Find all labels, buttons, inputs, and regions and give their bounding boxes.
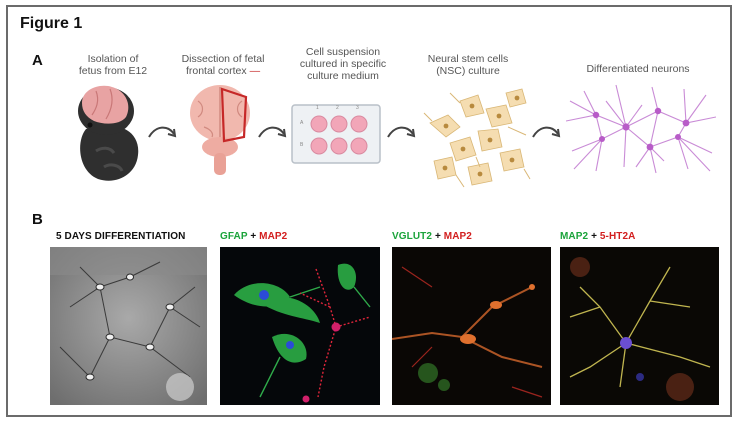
step-5-caption-line: Differentiated neurons (586, 63, 690, 75)
arrow-icon (532, 126, 561, 138)
step-2-caption-line: frontal cortex — (163, 65, 283, 77)
vglut2-map2-micrograph (392, 247, 551, 405)
caption-marker-red: MAP2 (259, 231, 288, 242)
caption-marker-red: 5-HT2A (599, 231, 636, 242)
caption-condition: 5 DAYS DIFFERENTIATION (56, 231, 186, 242)
caption-marker-red: MAP2 (443, 231, 472, 242)
step-4-caption: Neural stem cells (NSC) culture (408, 53, 528, 77)
micro-1-caption: 5 DAYS DIFFERENTIATION (56, 231, 185, 242)
plate-row-label: B (300, 142, 304, 148)
step-3-caption: Cell suspension cultured in specific cul… (288, 46, 398, 82)
micro-3-caption: VGLUT2 + MAP2 (392, 231, 472, 242)
panel-b-letter: B (32, 211, 43, 228)
arrow-icon (258, 126, 287, 138)
plate-column-label: 3 (356, 105, 359, 111)
step-3-caption-line: Cell suspension (305, 46, 381, 58)
arrow-icon (148, 126, 177, 138)
red-line-key: — (249, 65, 261, 77)
step-2-caption-line: Dissection of fetal (181, 53, 265, 65)
neurons-illustration (566, 84, 716, 174)
culture-plate-drawing (291, 104, 381, 164)
caption-marker-green: MAP2 (560, 231, 589, 242)
step-4-caption-line: Neural stem cells (427, 53, 509, 65)
step-1-caption-line: Isolation of (87, 53, 139, 65)
step-5-caption: Differentiated neurons (568, 63, 708, 75)
plate-row-label: A (300, 120, 304, 126)
arrow-icon (387, 126, 416, 138)
micro-2-caption: GFAP + MAP2 (220, 231, 287, 242)
step-3-caption-line: cultured in specific (299, 58, 387, 70)
phase-contrast-micrograph (50, 247, 207, 405)
figure-frame: Figure 1 A Isolation of fetus from E12 D… (6, 5, 732, 417)
gfap-map2-micrograph (220, 247, 380, 405)
step-3-caption-line: culture medium (307, 70, 379, 82)
micro-4-caption: MAP2 + 5-HT2A (560, 231, 636, 242)
step-1-caption-line: fetus from E12 (78, 65, 148, 77)
brain-illustration (190, 85, 250, 175)
step-2-caption-text: frontal cortex (185, 65, 247, 77)
nsc-culture-illustration (423, 88, 531, 188)
culture-plate: 1 2 3 A B (291, 104, 381, 164)
plate-column-label: 1 (316, 105, 319, 111)
caption-plus: + (432, 231, 444, 242)
caption-marker-green: VGLUT2 (392, 231, 433, 242)
caption-plus: + (588, 231, 600, 242)
caption-marker-green: GFAP (220, 231, 248, 242)
step-1-caption: Isolation of fetus from E12 (63, 53, 163, 77)
caption-plus: + (247, 231, 260, 242)
figure-title: Figure 1 (20, 15, 83, 32)
step-2-caption: Dissection of fetal frontal cortex — (163, 53, 283, 77)
plate-column-label: 2 (336, 105, 339, 111)
map2-5ht2a-micrograph (560, 247, 719, 405)
fetus-illustration (78, 85, 139, 181)
step-4-caption-line: (NSC) culture (436, 65, 500, 77)
panel-a-letter: A (32, 52, 43, 69)
